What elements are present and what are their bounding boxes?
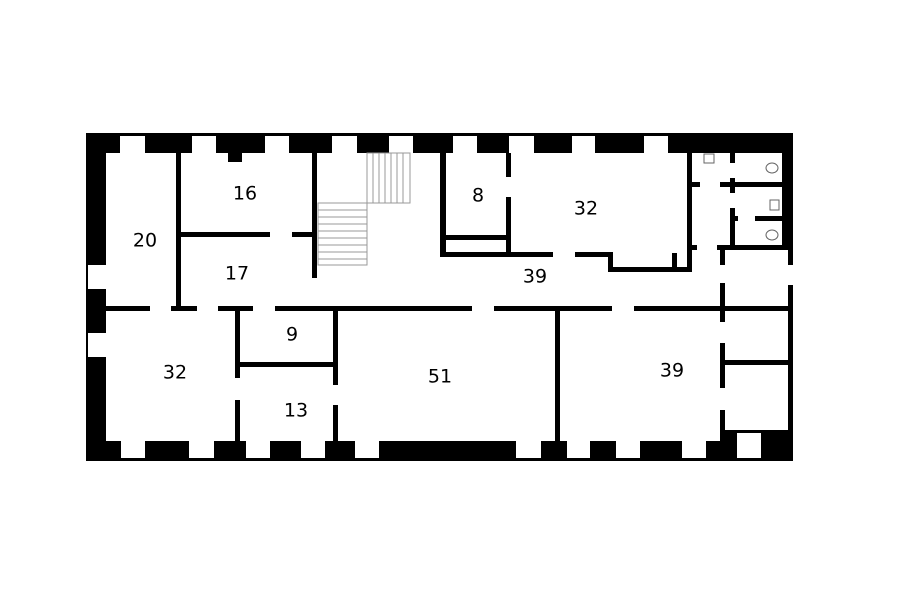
room-51-label: 51: [428, 366, 452, 388]
room-20-label: 20: [133, 230, 157, 252]
room-32-south-label: 32: [163, 362, 187, 384]
room-16-label: 16: [233, 183, 257, 205]
room-39-south-label: 39: [660, 360, 684, 382]
east-wall-upper: [782, 133, 793, 250]
room-32-north-label: 32: [574, 198, 598, 220]
toilet-icon: [765, 229, 779, 241]
bathroom-fixtures: [703, 153, 780, 241]
interior-walls: [106, 153, 788, 441]
room-8-label: 8: [472, 185, 484, 207]
room-13-label: 13: [284, 400, 308, 422]
room-17-label: 17: [225, 263, 249, 285]
windows: [88, 136, 761, 458]
room-9-label: 9: [286, 324, 298, 346]
west-wall: [86, 133, 106, 461]
chimney: [228, 153, 242, 162]
room-labels: 20 16 17 8 32 39 9 32 13 51 39: [133, 183, 684, 422]
sink-icon: [769, 199, 780, 211]
toilet-icon: [765, 162, 779, 174]
outer-walls: [86, 133, 793, 461]
sink-icon: [703, 153, 715, 164]
staircase: [317, 152, 411, 266]
east-wall: [788, 133, 793, 461]
corridor-39-label: 39: [523, 266, 547, 288]
north-wall: [86, 133, 793, 153]
east-door: [788, 265, 793, 285]
